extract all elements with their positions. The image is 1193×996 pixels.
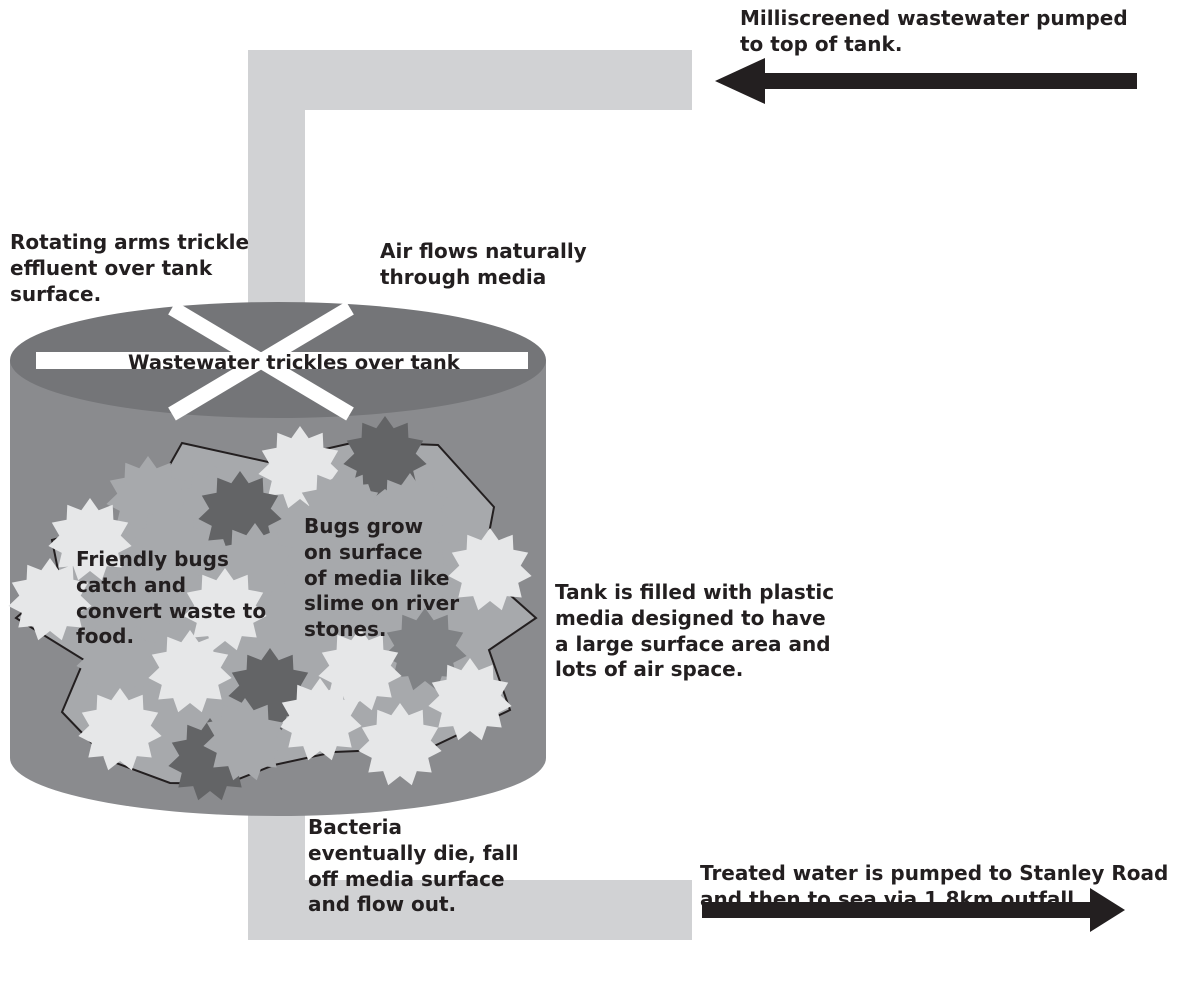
rotating-arms-label: Rotating arms trickle effluent over tank…: [10, 230, 250, 306]
media-piece: [128, 506, 212, 589]
tank-media-label: Tank is filled with plastic media design…: [555, 580, 835, 682]
treated-water-label: Treated water is pumped to Stanley Road …: [700, 861, 1169, 911]
media-piece: [278, 678, 362, 761]
bugs-grow-label: Bugs grow on surface of media like slime…: [304, 514, 460, 642]
media-piece: [8, 558, 92, 641]
inlet-arrow: [715, 58, 1137, 104]
plastic-media: [8, 416, 538, 801]
media-piece: [148, 630, 232, 713]
friendly-bugs-label: Friendly bugs catch and convert waste to…: [76, 547, 267, 649]
media-piece: [183, 568, 267, 651]
media-piece: [343, 416, 427, 499]
media-piece: [78, 688, 162, 771]
media-piece: [448, 528, 532, 611]
air-flow-label: Air flows naturally through media: [380, 239, 587, 289]
bacteria-label: Bacteria eventually die, fall off media …: [308, 815, 519, 917]
media-piece: [203, 698, 287, 781]
media-piece: [383, 608, 467, 691]
media-piece: [298, 563, 382, 646]
rotating-arms: [36, 301, 528, 421]
inlet-label: Milliscreened wastewater pumped to top o…: [740, 6, 1128, 56]
media-piece: [298, 468, 382, 551]
media-piece: [76, 618, 160, 701]
outlet-arrow: [702, 888, 1125, 932]
trickle-label: Wastewater trickles over tank: [128, 351, 460, 374]
media-piece: [48, 498, 132, 581]
media-piece: [378, 543, 462, 626]
media-piece: [358, 703, 442, 786]
outlet-pipe: [248, 780, 692, 940]
media-piece: [428, 658, 512, 741]
media-piece: [368, 473, 452, 556]
